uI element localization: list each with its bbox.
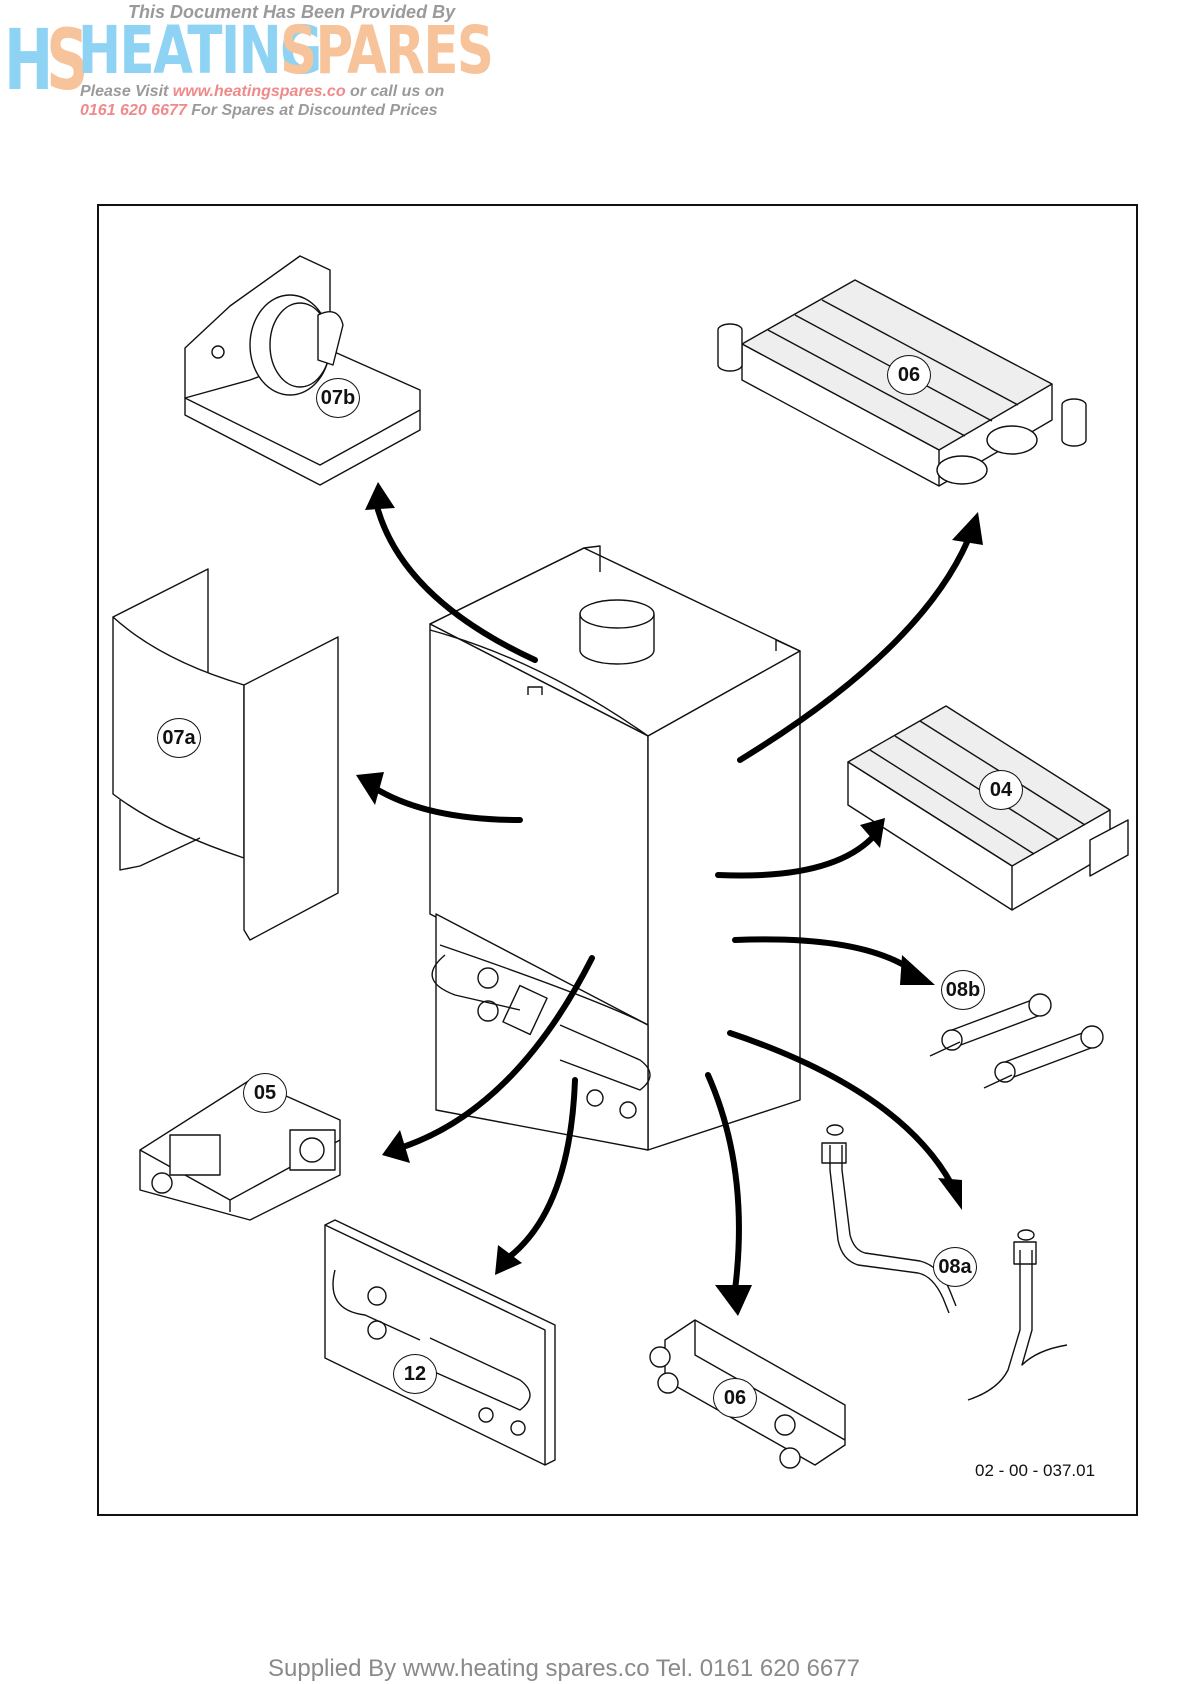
arrowhead-heat-exchanger [952,512,983,545]
burner-illustration [847,705,1129,911]
visit-suffix: or call us on [345,83,445,100]
callout-08a: 08a [933,1247,977,1287]
phone-suffix: For Spares at Discounted Prices [186,102,438,119]
arrowhead-plate-exchanger [715,1285,752,1316]
heating-spares-banner: HS This Document Has Been Provided By HE… [0,0,494,130]
arrowhead-gas-valve [382,1130,410,1163]
callout-05: 05 [243,1073,287,1113]
logo-heating: HEATING [78,12,322,89]
phone-line: 0161 620 6677 For Spares at Discounted P… [80,102,438,120]
provided-by-text: This Document Has Been Provided By [128,2,456,22]
callout-07b: 07b [316,378,360,418]
arrowhead-casing [356,772,384,805]
arrow-to-burner [715,835,875,879]
arrowhead-burner [860,818,885,848]
callout-12: 12 [393,1354,437,1394]
drawing-reference: 02 - 00 - 037.01 [975,1461,1096,1480]
casing-illustration [112,568,339,941]
arrowheads [356,482,983,1316]
arrowhead-control-panel [495,1245,522,1275]
valves-illustration [929,993,1104,1089]
callout-04: 04 [979,770,1023,810]
arrow-to-control-panel [505,1077,578,1261]
arrow-to-pipes [727,1030,955,1188]
callout-08b: 08b [941,970,985,1010]
arrowhead-pipes [938,1178,962,1210]
arrow-to-plate-exchanger [705,1072,742,1293]
hs-logo-icon: HS [4,11,89,109]
arrow-to-casing [375,787,523,823]
boiler-illustration [429,545,801,1151]
arrow-to-valves [732,936,915,973]
visit-line: Please Visit www.heatingspares.co or cal… [80,83,444,101]
phone-number: 0161 620 6677 [80,102,187,119]
callout-06-plate: 06 [713,1378,757,1418]
logo-spares: SPARES [280,12,494,89]
arrowhead-fan [365,482,395,510]
diagram-frame [97,204,1138,1516]
callout-07a: 07a [157,718,201,758]
visit-prefix: Please Visit [80,83,173,100]
arrow-to-heat-exchanger [737,537,971,763]
footer-supplied-by: Supplied By www.heating spares.co Tel. 0… [268,1655,860,1682]
arrowhead-valves [900,955,935,985]
arrows [375,507,971,1293]
control-panel-illustration [324,1219,556,1466]
gas-valve-illustration [139,1079,341,1221]
arrow-to-fan [375,507,538,663]
callout-06-primary: 06 [887,355,931,395]
visit-url-link[interactable]: www.heatingspares.co [172,83,346,100]
arrow-to-gas-valve [397,955,595,1151]
fan-illustration [184,255,421,486]
